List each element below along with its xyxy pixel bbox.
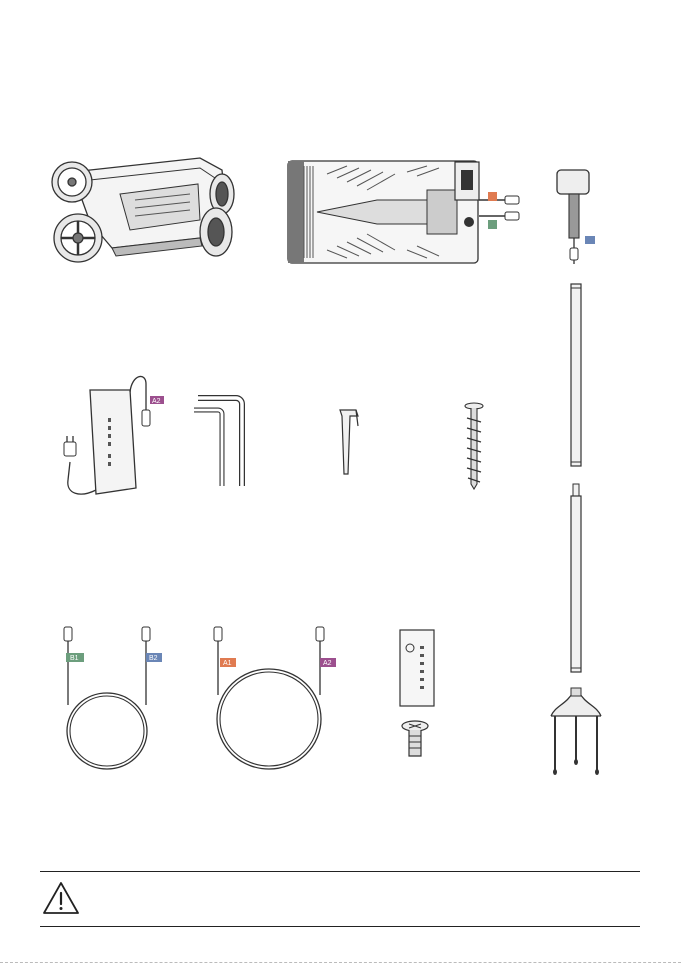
ground-peg-image (336, 408, 362, 478)
cable-b-tag-b2-label: B2 (149, 655, 158, 662)
power-adapter-image (60, 370, 170, 502)
hammer-head-image (555, 168, 605, 270)
cable-a-tag-a1-label: A1 (223, 660, 232, 667)
adapter-tag-a2-label: A2 (150, 396, 168, 406)
hex-keys-image (190, 390, 260, 490)
robotic-mower-image (50, 150, 240, 268)
cable-b-tag-b1-label: B1 (70, 655, 79, 662)
cable-a-image: A1 A2 (208, 625, 343, 775)
svg-text:A2: A2 (152, 398, 161, 405)
ground-fork-image (545, 688, 607, 778)
connector-tag-blue (585, 236, 595, 244)
mounting-plate-image (396, 628, 440, 762)
cable-a-tag-a2-label: A2 (323, 660, 332, 667)
cable-tag-b1 (488, 220, 497, 229)
cable-tag-a1 (488, 192, 497, 201)
page-bottom-edge (0, 962, 681, 963)
warning-triangle-icon (42, 880, 80, 916)
cable-b-image: B1 B2 (58, 625, 168, 775)
warning-bar (40, 871, 640, 927)
charging-station-image (287, 160, 527, 266)
pole-segment-top-image (568, 282, 584, 468)
pole-segment-bottom-image (568, 482, 584, 674)
screw-stake-image (460, 400, 488, 490)
